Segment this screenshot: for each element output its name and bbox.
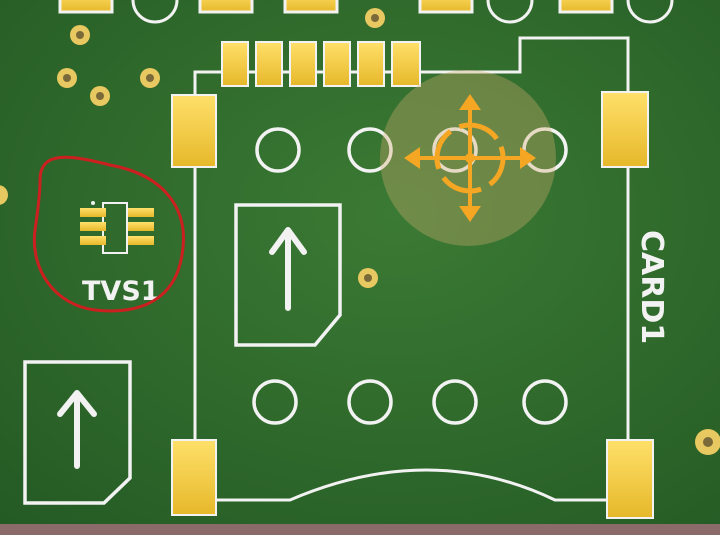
smd-pad bbox=[558, 0, 614, 14]
card1-footprint[interactable]: CARD1 bbox=[171, 36, 669, 519]
bottom-edge-bar bbox=[0, 524, 720, 535]
card1-designator: CARD1 bbox=[634, 230, 669, 344]
smd-pad bbox=[418, 0, 474, 14]
highlight-circle-annotation bbox=[32, 155, 185, 313]
smd-pad bbox=[283, 0, 339, 14]
insert-arrow-icon bbox=[23, 360, 132, 505]
mount-pad bbox=[171, 94, 217, 168]
through-hole bbox=[486, 0, 534, 24]
via-group bbox=[0, 8, 720, 455]
smd-pad bbox=[58, 0, 114, 14]
mount-pad bbox=[606, 439, 654, 519]
mount-pad bbox=[601, 91, 649, 168]
card-insert-arrow-icon bbox=[234, 203, 342, 347]
card-pin-row bbox=[221, 41, 421, 87]
mount-pad bbox=[171, 439, 217, 516]
move-cursor-icon[interactable] bbox=[380, 70, 556, 246]
tvs1-designator: TVS1 bbox=[82, 276, 160, 307]
card-outline-bottom bbox=[193, 165, 630, 502]
tvs1-footprint[interactable]: TVS1 bbox=[32, 155, 185, 313]
top-edge-components bbox=[58, 0, 674, 24]
through-hole bbox=[626, 0, 674, 24]
via bbox=[0, 185, 8, 205]
smd-pad bbox=[198, 0, 254, 14]
through-hole bbox=[131, 0, 179, 24]
